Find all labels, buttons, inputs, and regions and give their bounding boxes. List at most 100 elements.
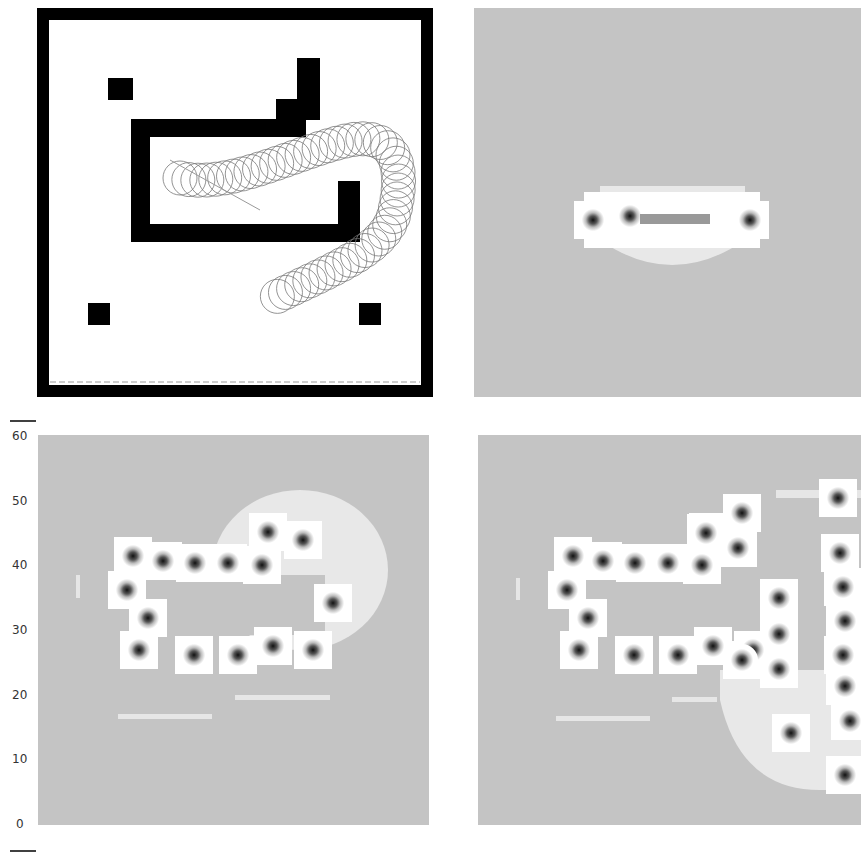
robot-pose xyxy=(348,234,382,268)
free-cell xyxy=(254,627,292,665)
occupied-cell xyxy=(147,545,179,577)
robot-pose xyxy=(355,228,389,262)
occupied-cell xyxy=(297,634,329,666)
free-cell xyxy=(284,521,322,559)
axis-label: 10 xyxy=(12,752,27,766)
occupied-cell xyxy=(722,532,754,564)
axis-tick xyxy=(10,850,36,852)
robot-pose xyxy=(373,208,407,242)
axis-label: 0 xyxy=(16,817,24,831)
occupied-cell xyxy=(123,634,155,666)
free-cell xyxy=(819,479,857,517)
free-cell xyxy=(826,667,861,705)
robot-pose xyxy=(381,155,415,189)
occupied-cell xyxy=(775,717,807,749)
occupied-cell xyxy=(834,705,861,737)
robot-pose xyxy=(328,124,362,158)
axis-label: 30 xyxy=(12,623,27,637)
occupied-cell xyxy=(557,540,589,572)
occupied-cell xyxy=(662,639,694,671)
occupied-cell xyxy=(763,653,795,685)
free-cell xyxy=(649,544,687,582)
occupied-cell xyxy=(132,602,164,634)
occupied-cell xyxy=(179,547,211,579)
world-map xyxy=(43,14,427,391)
occupied-cell xyxy=(726,497,758,529)
robot-pose xyxy=(362,222,396,256)
free-cell xyxy=(659,636,697,674)
axis-label: 40 xyxy=(12,558,27,572)
occupied-cell xyxy=(587,545,619,577)
free-cell xyxy=(294,631,332,669)
occupied-cell xyxy=(551,574,583,606)
robot-pose xyxy=(371,131,405,165)
occupied-cell xyxy=(652,547,684,579)
free-cell xyxy=(219,636,257,674)
occupied-cell xyxy=(117,540,149,572)
free-cell xyxy=(176,544,214,582)
occupied-cell xyxy=(734,204,766,236)
axis-tick xyxy=(10,420,36,422)
robot-pose xyxy=(381,173,415,207)
free-cell xyxy=(731,201,769,239)
occupied-cell xyxy=(827,639,859,671)
occupied-cell xyxy=(824,537,856,569)
free-cell xyxy=(560,631,598,669)
grid-map-early xyxy=(474,8,861,397)
robot-pose xyxy=(379,146,413,180)
occupied-cell xyxy=(686,549,718,581)
occupied-cell xyxy=(697,630,729,662)
occupied-cell xyxy=(619,547,651,579)
free-cell xyxy=(821,534,859,572)
occupied-cell xyxy=(726,644,758,676)
free-cell xyxy=(175,636,213,674)
occupied-cell xyxy=(178,639,210,671)
occupied-cell xyxy=(827,571,859,603)
occupied-cell xyxy=(317,587,349,619)
occupied-cell xyxy=(563,634,595,666)
occupied-cell xyxy=(252,516,284,548)
free-cell xyxy=(249,513,287,551)
free-cell xyxy=(772,714,810,752)
robot-pose xyxy=(268,275,302,309)
free-cell xyxy=(826,602,861,640)
occupied-cell xyxy=(111,574,143,606)
free-cell xyxy=(209,544,247,582)
robot-pose xyxy=(346,122,380,156)
robot-pose xyxy=(172,163,206,197)
axis-label: 60 xyxy=(12,429,27,443)
free-cell xyxy=(574,201,612,239)
occupied-cell xyxy=(287,524,319,556)
occupied-cell xyxy=(577,204,609,236)
occupied-cell xyxy=(829,605,861,637)
free-cell xyxy=(760,579,798,617)
robot-pose xyxy=(363,126,397,160)
occupied-cell xyxy=(829,670,861,702)
free-cell xyxy=(826,756,861,794)
free-cell xyxy=(615,636,653,674)
occupied-cell xyxy=(829,759,861,791)
occupied-cell xyxy=(222,639,254,671)
free-cell xyxy=(719,529,757,567)
free-cell xyxy=(831,702,861,740)
free-cell xyxy=(824,568,861,606)
free-cell xyxy=(314,584,352,622)
occupied-cell xyxy=(212,547,244,579)
occupied-cell xyxy=(822,482,854,514)
occupied-cell xyxy=(618,639,650,671)
robot-pose xyxy=(260,279,294,313)
occupied-cell xyxy=(763,582,795,614)
occupied-cell xyxy=(246,549,278,581)
occupied-cell xyxy=(257,630,289,662)
grid-map-late xyxy=(478,435,861,825)
free-cell xyxy=(723,494,761,532)
axis-label: 20 xyxy=(12,688,27,702)
free-cell xyxy=(616,544,654,582)
free-cell xyxy=(120,631,158,669)
occupied-cell xyxy=(572,602,604,634)
grid-map-middle xyxy=(38,435,429,825)
robot-pose xyxy=(376,200,410,234)
free-cell xyxy=(243,546,281,584)
